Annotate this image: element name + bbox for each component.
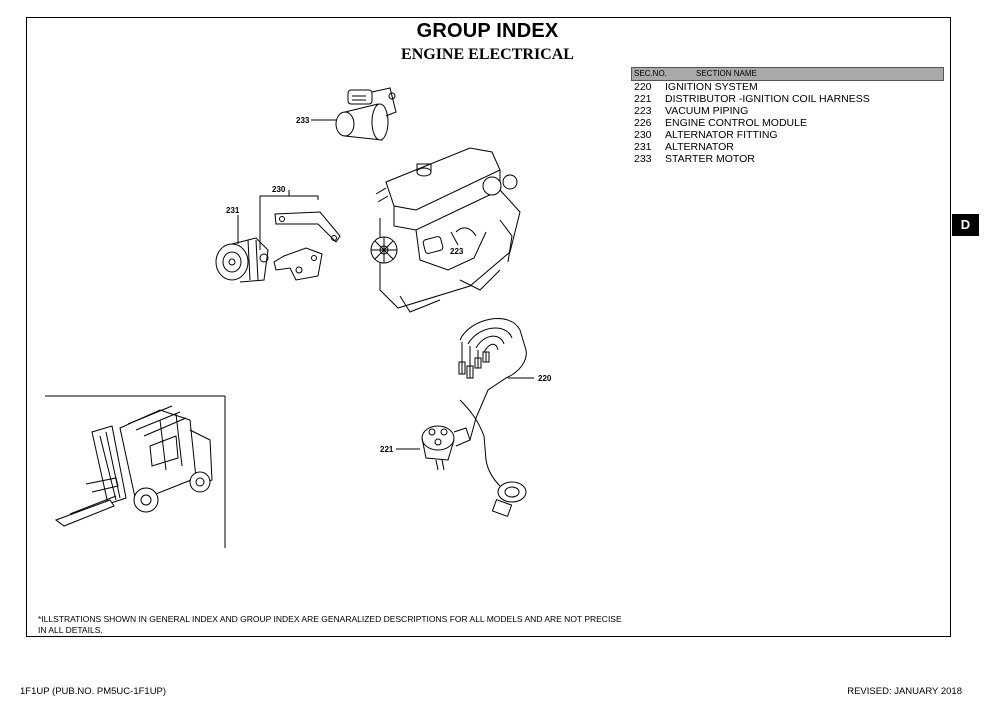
page-frame (26, 17, 951, 637)
section-row[interactable]: 226 ENGINE CONTROL MODULE (631, 117, 944, 129)
callout-221: 221 (380, 445, 394, 454)
callout-220: 220 (538, 374, 552, 383)
section-name: ALTERNATOR FITTING (665, 129, 778, 141)
section-row[interactable]: 231 ALTERNATOR (631, 141, 944, 153)
section-row[interactable]: 223 VACUUM PIPING (631, 105, 944, 117)
section-name: STARTER MOTOR (665, 153, 755, 165)
col-section-name: SECTION NAME (696, 69, 757, 78)
section-row[interactable]: 230 ALTERNATOR FITTING (631, 129, 944, 141)
callout-223: 223 (450, 247, 464, 256)
section-no: 223 (634, 105, 652, 117)
footer-publication: 1F1UP (PUB.NO. PM5UC-1F1UP) (20, 686, 167, 697)
callout-233: 233 (296, 116, 310, 125)
section-no: 220 (634, 81, 652, 93)
section-no: 230 (634, 129, 652, 141)
section-name: VACUUM PIPING (665, 105, 749, 117)
distributor-drawing (421, 425, 471, 471)
forklift-drawing (45, 395, 226, 548)
section-name: ALTERNATOR (665, 141, 734, 153)
page-subtitle: ENGINE ELECTRICAL (401, 46, 574, 63)
ignition-harness-drawing (458, 318, 527, 518)
alternator-drawing (215, 237, 269, 283)
section-row[interactable]: 221 DISTRIBUTOR -IGNITION COIL HARNESS (631, 93, 944, 105)
callout-231: 231 (226, 206, 240, 215)
section-no: 226 (634, 117, 652, 129)
engine-drawing (370, 147, 521, 313)
illustration-note: *ILLSTRATIONS SHOWN IN GENERAL INDEX AND… (38, 614, 638, 636)
section-no: 231 (634, 141, 652, 153)
section-table-header: SEC.NO. SECTION NAME (631, 67, 944, 81)
section-tab-d[interactable]: D (952, 214, 979, 236)
callout-230: 230 (272, 185, 286, 194)
note-line-2: IN ALL DETAILS. (38, 625, 103, 635)
note-line-1: *ILLSTRATIONS SHOWN IN GENERAL INDEX AND… (38, 614, 622, 624)
section-name: ENGINE CONTROL MODULE (665, 117, 807, 129)
section-no: 221 (634, 93, 652, 105)
bracket-drawing (273, 211, 341, 281)
section-row[interactable]: 233 STARTER MOTOR (631, 153, 944, 165)
section-row[interactable]: 220 IGNITION SYSTEM (631, 81, 944, 93)
footer-revised: REVISED: JANUARY 2018 (847, 686, 962, 697)
section-name: DISTRIBUTOR -IGNITION COIL HARNESS (665, 93, 870, 105)
starter-motor-drawing (335, 87, 397, 141)
section-name: IGNITION SYSTEM (665, 81, 758, 93)
page-title: GROUP INDEX (416, 20, 559, 42)
section-no: 233 (634, 153, 652, 165)
col-sec-no: SEC.NO. (634, 69, 667, 78)
